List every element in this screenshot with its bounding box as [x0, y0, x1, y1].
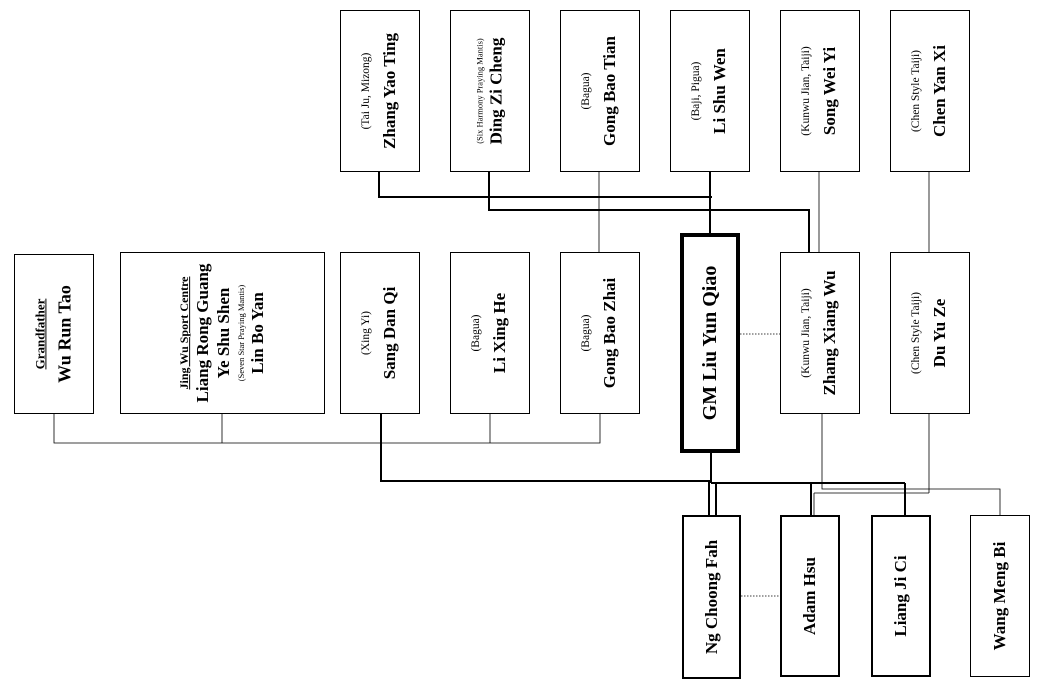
connector-ding-to-zhang-xiang-wu — [712, 209, 810, 252]
box-du-yu-ze: (Chen Style Taiji)Du Yu Ze — [890, 252, 970, 414]
box-ding-zi-cheng: (Six Harmony Praying Mantis)Ding Zi Chen… — [450, 10, 530, 172]
box-sang-dan-qi: (Xing Yi)Sang Dan Qi — [340, 252, 420, 414]
box-ng-choong-fah: Ng Choong Fah — [682, 515, 741, 679]
box-zhang-xiang-wu: (Kunwu Jian, Taiji)Zhang Xiang Wu — [780, 252, 860, 414]
box-wang-meng-bi: Wang Meng Bi — [970, 515, 1030, 677]
box-jing-wu-sport-centre: Jing Wu Sport Centre Liang Rong Guang Ye… — [120, 252, 325, 414]
box-zhang-yao-ting: (Tai Ju, Mizong)Zhang Yao Ting — [340, 10, 420, 172]
box-song-wei-yi: (Kunwu Jian, Taiji)Song Wei Yi — [780, 10, 860, 172]
connector-ding-zi-cheng — [488, 172, 712, 211]
box-adam-hsu: Adam Hsu — [780, 515, 840, 677]
box-gong-bao-zhai: (Bagua)Gong Bao Zhai — [560, 252, 640, 414]
box-liang-ji-ci: Liang Ji Ci — [871, 515, 931, 677]
box-chen-yan-xi: (Chen Style Taiji)Chen Yan Xi — [890, 10, 970, 172]
connector-zhang-wang — [821, 414, 1001, 515]
box-li-shu-wen: (Baji, Pigua)Li Shu Wen — [670, 10, 750, 172]
box-gong-bao-tian: (Bagua)Gong Bao Tian — [560, 10, 640, 172]
box-gm-liu-yun-qiao: GM Liu Yun Qiao — [680, 233, 740, 453]
connector-teachers-bus — [53, 414, 601, 444]
connector-sang-ng — [380, 414, 710, 515]
connector-zhang-yao-ting — [378, 172, 712, 198]
box-li-xing-he: (Bagua)Li Xing He — [450, 252, 530, 414]
connector-du-students — [813, 414, 930, 515]
connector-gm-students — [710, 453, 906, 515]
